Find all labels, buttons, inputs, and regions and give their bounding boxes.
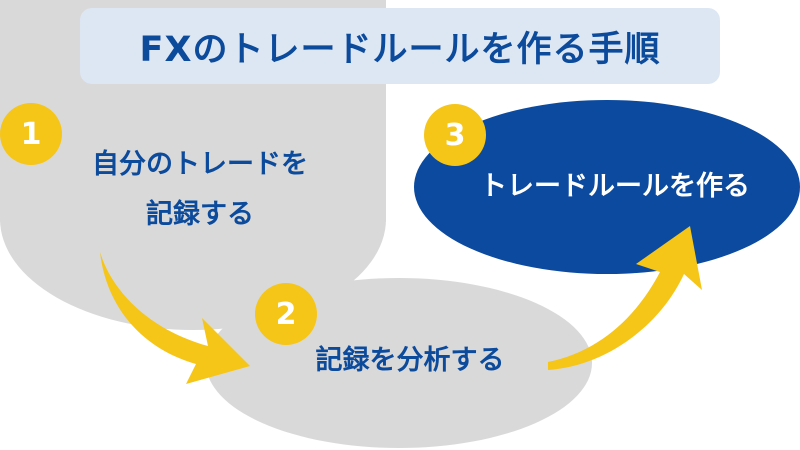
step-1-label-line-1: 自分のトレードを	[92, 149, 308, 180]
step-3-badge: 3	[424, 104, 486, 166]
arrow-1-to-2-icon	[100, 252, 250, 384]
step-1-label-line-2: 記録する	[146, 199, 254, 230]
page-title: FXのトレードルールを作る手順	[139, 29, 661, 70]
step-1-badge: 1	[0, 103, 62, 165]
step-3-label: トレードルールを作る	[440, 162, 790, 212]
step-3-label-line-1: トレードルールを作る	[480, 171, 750, 202]
step-2-label: 記録を分析する	[250, 336, 570, 386]
step-2-label-line-1: 記録を分析する	[315, 345, 505, 376]
step-2-badge: 2	[255, 283, 317, 345]
title-banner: FXのトレードルールを作る手順	[80, 8, 720, 84]
step-1-label: 自分のトレードを 記録する	[50, 140, 350, 240]
arrow-2-to-3-icon	[548, 226, 702, 370]
